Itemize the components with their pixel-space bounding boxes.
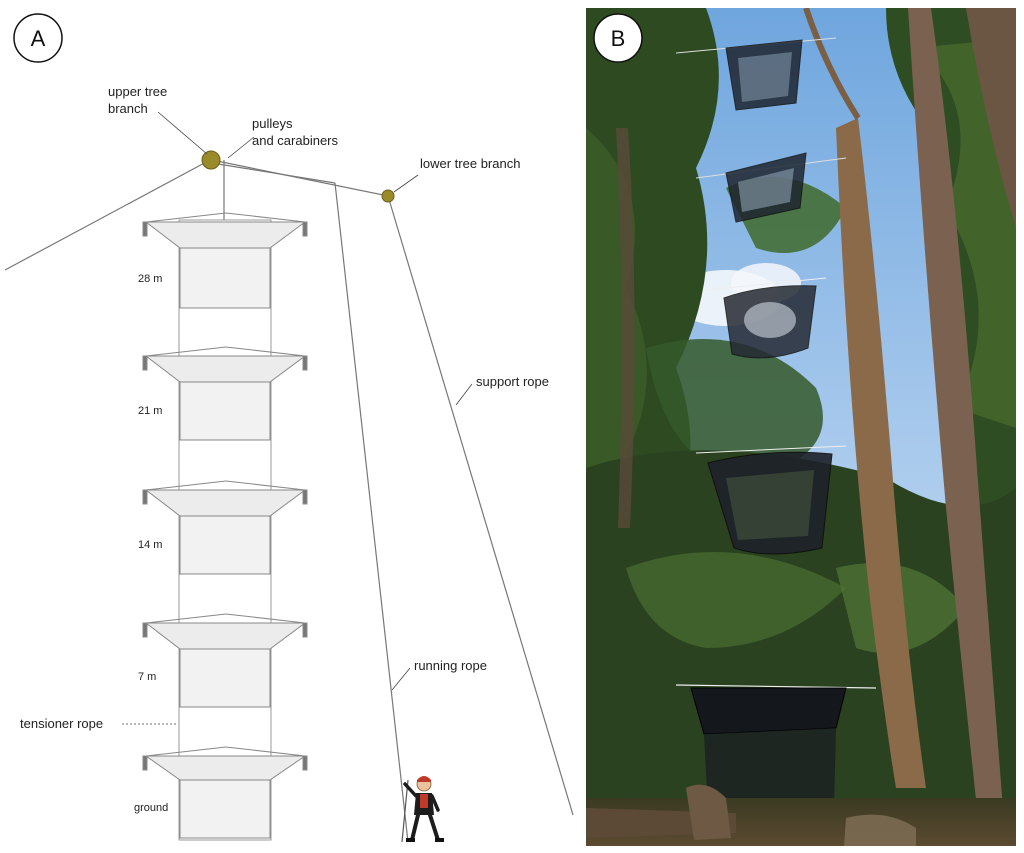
photo-trap-28m: [675, 37, 837, 111]
schematic-panel: A: [4, 13, 574, 843]
trap-level-14m: [142, 480, 308, 575]
level-label-7m: 7 m: [138, 671, 156, 683]
label-support-rope: support rope: [476, 374, 549, 389]
label-pulleys-line2: and carabiners: [252, 133, 338, 148]
tree-trunks: [616, 8, 1016, 846]
panel-b-circle: [593, 13, 643, 63]
trap-level-28m: [142, 212, 308, 309]
photo-trap-7m: [695, 445, 847, 555]
label-lower-branch: lower tree branch: [420, 156, 520, 171]
trap-level-7m: [142, 613, 308, 708]
panel-b-badge: B: [593, 13, 643, 63]
branch-connecting-rope-upper: [211, 159, 389, 197]
operator-figure-icon: [401, 776, 444, 843]
label-upper-branch-line1: upper tree: [108, 84, 167, 99]
label-pulleys-line1: pulleys: [252, 116, 293, 131]
label-upper-branch-line2: branch: [108, 101, 148, 116]
label-leaders: [122, 111, 473, 725]
level-label-28m: 28 m: [138, 273, 162, 285]
trap-level-21m: [142, 346, 308, 441]
photo-trap-ground: [675, 684, 877, 812]
photo-trap-21m: [695, 152, 847, 223]
left-anchor-rope: [4, 159, 211, 271]
level-label-ground: ground: [134, 802, 168, 814]
lower-branch-knot: [381, 189, 395, 203]
label-tensioner-rope: tensioner rope: [20, 716, 103, 731]
panel-a-letter: A: [31, 26, 46, 51]
forest-photo-panel: [586, 8, 1016, 846]
trap-column: [142, 212, 308, 841]
level-label-14m: 14 m: [138, 539, 162, 551]
level-label-21m: 21 m: [138, 405, 162, 417]
running-rope-line: [334, 182, 409, 843]
trap-level-ground: [142, 746, 308, 839]
panel-a-circle: [13, 13, 63, 63]
label-running-rope: running rope: [414, 658, 487, 673]
panel-b-letter: B: [611, 26, 626, 51]
upper-branch-knot: [201, 150, 221, 170]
branch-connecting-rope-lower: [211, 162, 336, 184]
support-rope-line: [387, 195, 574, 816]
photo-trap-14m: [705, 277, 827, 359]
